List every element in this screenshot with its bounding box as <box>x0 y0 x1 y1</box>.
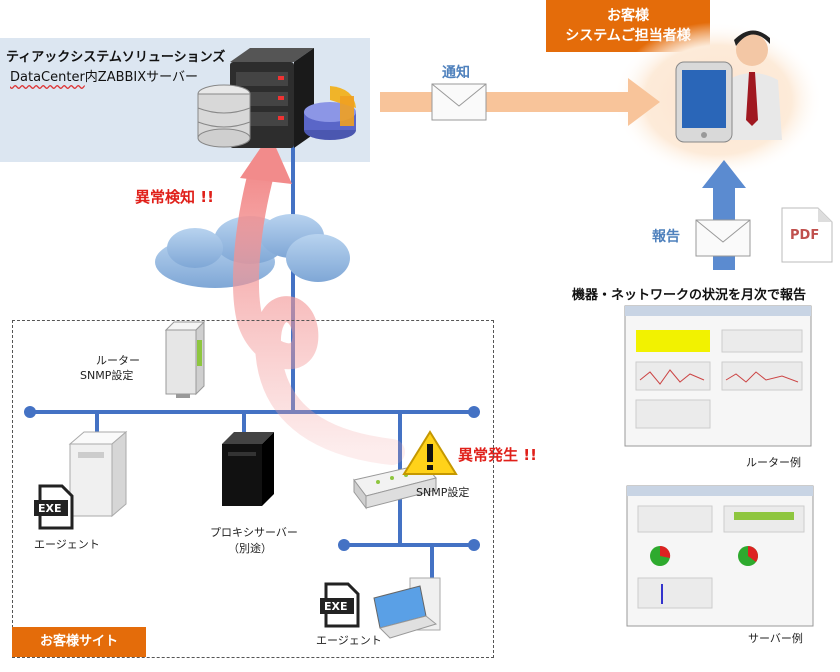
agent-label-2: エージェント <box>316 634 382 647</box>
anomaly-occurred-label: 異常発生 !! <box>458 446 537 464</box>
customer-person-icon <box>724 30 782 140</box>
router-report-screenshot <box>624 305 812 447</box>
customer-site-boundary <box>12 320 494 658</box>
envelope-icon-notify <box>431 83 487 121</box>
datacenter-subtitle-rest: 内ZABBIXサーバー <box>84 70 199 85</box>
agent-server-icon <box>68 430 128 518</box>
pdf-label: PDF <box>790 228 820 243</box>
exe-icon-2 <box>320 582 360 628</box>
router-snmp-label: SNMP設定 <box>80 369 134 382</box>
network-nodes <box>24 406 480 551</box>
warning-icon <box>402 430 458 475</box>
exe-text: EXE <box>38 502 62 515</box>
datacenter-subtitle: DataCenter内ZABBIXサーバー <box>10 66 198 85</box>
server-example-label: サーバー例 <box>748 632 803 645</box>
customer-label-line1: お客様 <box>607 8 649 24</box>
database-icon <box>197 84 251 148</box>
datacenter-title: ティアックシステムソリューションズ <box>6 50 226 65</box>
pie-chart-icon <box>304 86 356 140</box>
anomaly-arrow <box>233 134 405 465</box>
smartphone-icon <box>675 61 733 143</box>
router-icon <box>164 320 206 398</box>
exe-icon <box>34 484 74 530</box>
server-report-screenshot <box>626 485 814 627</box>
pdf-icon <box>781 207 833 263</box>
router-label: ルーター <box>96 354 140 367</box>
anomaly-detected-label: 異常検知 !! <box>135 188 214 206</box>
report-label: 報告 <box>652 229 680 245</box>
monthly-report-label: 機器・ネットワークの状況を月次で報告 <box>572 288 807 303</box>
proxy-server-icon <box>222 432 274 506</box>
proxy-label: プロキシサーバー <box>210 526 298 539</box>
exe-text-2: EXE <box>324 600 348 613</box>
customer-site-label: お客様サイト <box>12 627 146 657</box>
router-example-label: ルーター例 <box>746 456 801 469</box>
agent-pc-icon <box>373 577 441 639</box>
customer-label: お客様 システムご担当者様 <box>546 0 710 52</box>
agent-label: エージェント <box>34 538 100 551</box>
envelope-icon-report <box>695 219 751 257</box>
notify-label: 通知 <box>442 65 470 81</box>
switch-snmp-label: SNMP設定 <box>416 486 470 499</box>
proxy-note-label: （別途） <box>228 542 272 555</box>
datacenter-subtitle-underlined: DataCenter <box>10 70 85 85</box>
